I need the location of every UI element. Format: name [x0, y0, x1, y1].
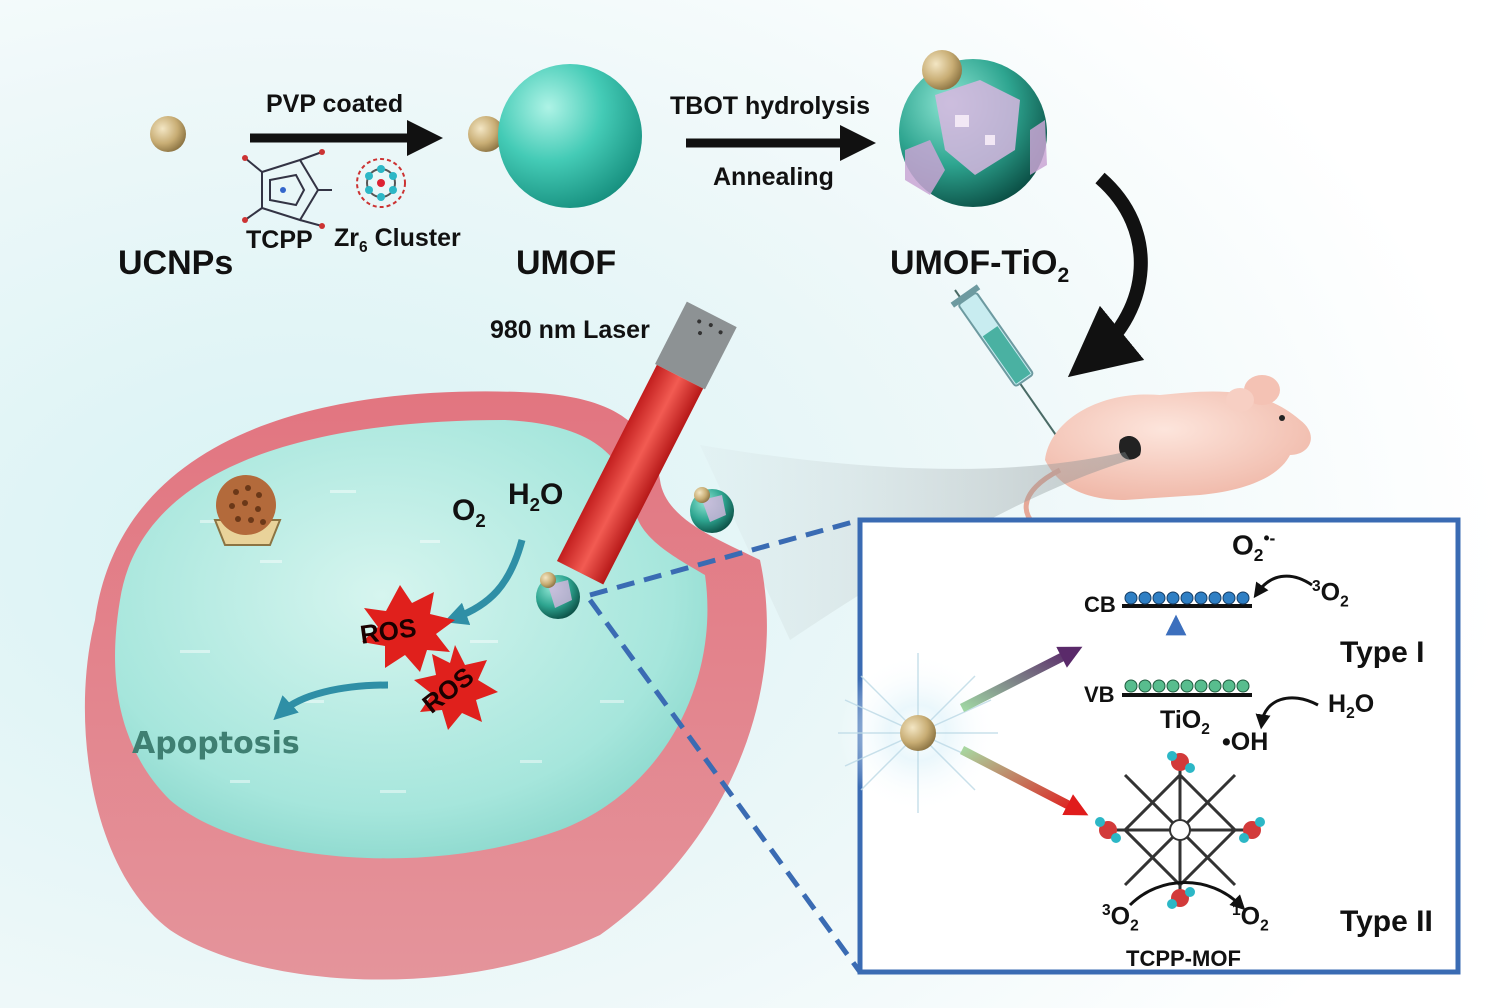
energy-arrow-type2 — [959, 746, 1089, 816]
label-cb: CB — [1084, 592, 1116, 617]
label-hydroxyl-radical: •OH — [1222, 728, 1269, 756]
label-zr6-cluster: Zr6 Cluster — [334, 224, 461, 256]
label-annealing: Annealing — [713, 163, 834, 191]
label-h2o-type1: H2O — [1328, 690, 1375, 722]
h2o-oxidation-arrow — [1255, 696, 1319, 730]
label-vb: VB — [1084, 682, 1115, 707]
singlet-oxygen-arrow — [1128, 881, 1246, 911]
energy-arrow-type1 — [959, 646, 1083, 713]
label-tcpp-mof: TCPP-MOF — [1126, 946, 1241, 971]
ros-burst-1 — [362, 585, 455, 672]
laser-device-icon — [556, 301, 737, 585]
tcpp-mof-structure-icon — [1095, 751, 1265, 909]
umof-ucnp-core — [468, 116, 504, 152]
label-tbot-hydrolysis: TBOT hydrolysis — [670, 92, 871, 120]
umof-tio2-sphere — [899, 50, 1047, 207]
label-singlet-o2: 1O2 — [1232, 902, 1269, 935]
zoom-line-bottom — [587, 598, 863, 974]
zoom-line-top — [589, 517, 861, 598]
label-tcpp: TCPP — [246, 226, 313, 254]
zr6-cluster-icon — [356, 158, 406, 208]
cb-electrons — [1124, 591, 1250, 605]
label-superoxide: O2•- — [1232, 528, 1276, 565]
tcpp-molecule-icon — [242, 149, 332, 229]
label-ucnps: UCNPs — [118, 244, 234, 282]
umof-particle-small-2 — [690, 487, 734, 533]
label-cell-h2o: H2O — [508, 478, 564, 515]
ros-to-apoptosis-arrow — [273, 681, 389, 721]
label-type-i: Type I — [1340, 636, 1425, 669]
h2o-to-ros-arrow — [443, 539, 526, 626]
label-apoptosis: Apoptosis — [132, 726, 300, 761]
o2-reduction-arrow — [1253, 574, 1313, 599]
label-triplet-o2-type1: 3O2 — [1312, 578, 1349, 611]
label-umof-tio2: UMOF-TiO2 — [890, 244, 1070, 287]
ros-burst-2 — [414, 645, 498, 730]
label-umof: UMOF — [516, 244, 617, 282]
injection-curve-arrow — [1067, 172, 1148, 378]
cell-nanoparticle-icon — [213, 475, 282, 546]
umof-sphere — [498, 64, 642, 208]
label-triplet-o2-type2: 3O2 — [1102, 902, 1139, 935]
label-pvp-coated: PVP coated — [266, 90, 404, 118]
label-cell-o2: O2 — [452, 494, 486, 531]
label-tio2: TiO2 — [1160, 706, 1210, 738]
label-980nm-laser: 980 nm Laser — [490, 316, 650, 344]
syringe-icon — [950, 284, 1059, 439]
umof-particle-small-1 — [536, 572, 580, 619]
label-type-ii: Type II — [1340, 905, 1433, 938]
ucnp-particle — [150, 116, 186, 152]
glowing-ucnp-icon — [838, 653, 998, 813]
vb-holes — [1124, 679, 1250, 693]
